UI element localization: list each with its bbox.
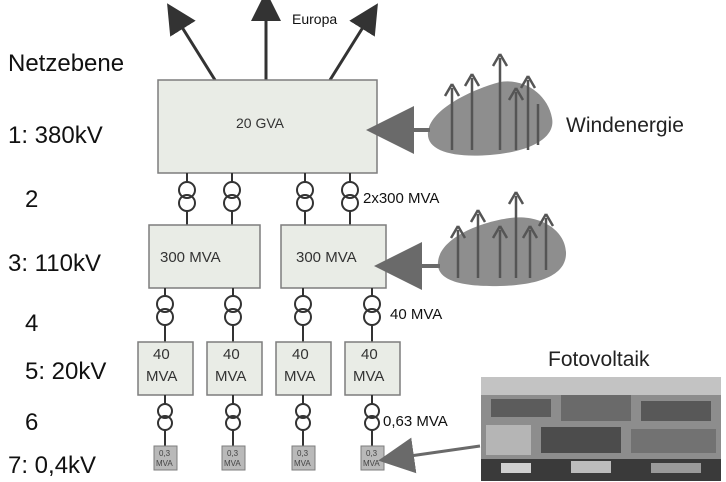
level-label-5: 5: 20kV bbox=[25, 358, 107, 385]
box-20kv-3 bbox=[275, 341, 332, 396]
netzebene-title: Netzebene bbox=[8, 50, 125, 77]
wind-farm-lower bbox=[437, 191, 567, 287]
photovoltaic-label: Fotovoltaik bbox=[548, 348, 650, 371]
box-04kv-2-unit: MVA bbox=[224, 459, 241, 468]
box-04kv-2-value: 0,3 bbox=[227, 449, 239, 458]
box-20kv-3-unit: MVA bbox=[284, 368, 316, 385]
wind-energy-label: Windenergie bbox=[566, 114, 684, 137]
box-20kv-4-value: 40 bbox=[361, 346, 378, 363]
level-label-7: 7: 0,4kV bbox=[8, 452, 97, 479]
transformers-level-6 bbox=[157, 395, 380, 446]
box-04kv-1-value: 0,3 bbox=[159, 449, 171, 458]
box-04kv-2 bbox=[221, 445, 246, 471]
box-380kv bbox=[157, 79, 378, 174]
europe-export-arrows bbox=[167, 0, 378, 81]
level-label-4: 4 bbox=[25, 310, 39, 337]
box-110kv-right-capacity: 300 MVA bbox=[296, 249, 357, 266]
transformer-label-level-2: 2x300 MVA bbox=[363, 190, 440, 207]
pv-aerial-photo bbox=[481, 377, 721, 481]
level-label-3: 3: 110kV bbox=[8, 250, 101, 277]
box-20kv-2 bbox=[206, 341, 263, 396]
box-04kv-1-unit: MVA bbox=[156, 459, 173, 468]
transformer-label-level-6: 0,63 MVA bbox=[383, 413, 448, 430]
box-04kv-4-unit: MVA bbox=[363, 459, 380, 468]
box-04kv-3-value: 0,3 bbox=[297, 449, 309, 458]
box-20kv-2-value: 40 bbox=[223, 346, 240, 363]
level-label-6: 6 bbox=[25, 409, 39, 436]
transformers-level-2 bbox=[178, 173, 359, 225]
box-110kv-right bbox=[280, 224, 387, 289]
box-20kv-2-unit: MVA bbox=[215, 368, 247, 385]
level-label-1: 1: 380kV bbox=[8, 122, 103, 149]
box-20kv-1-unit: MVA bbox=[146, 368, 178, 385]
box-20kv-4-unit: MVA bbox=[353, 368, 385, 385]
export-label-europa: Europa bbox=[292, 11, 338, 27]
box-04kv-4-value: 0,3 bbox=[366, 449, 378, 458]
box-110kv-left bbox=[148, 224, 261, 289]
box-20kv-1-value: 40 bbox=[153, 346, 170, 363]
pv-feed-arrow bbox=[378, 437, 481, 474]
level-label-2: 2 bbox=[25, 186, 39, 213]
box-04kv-1 bbox=[153, 445, 178, 471]
wind-cloud-upper bbox=[427, 81, 553, 156]
box-20kv-4 bbox=[344, 341, 401, 396]
wind-farm-upper bbox=[427, 53, 553, 156]
transformers-level-4 bbox=[156, 288, 381, 342]
box-110kv-left-capacity: 300 MVA bbox=[160, 249, 221, 266]
box-20kv-3-value: 40 bbox=[292, 346, 309, 363]
box-04kv-3-unit: MVA bbox=[294, 459, 311, 468]
transformer-label-level-4: 40 MVA bbox=[390, 306, 443, 323]
box-04kv-3 bbox=[291, 445, 316, 471]
box-380kv-capacity: 20 GVA bbox=[236, 115, 284, 131]
box-20kv-1 bbox=[137, 341, 194, 396]
